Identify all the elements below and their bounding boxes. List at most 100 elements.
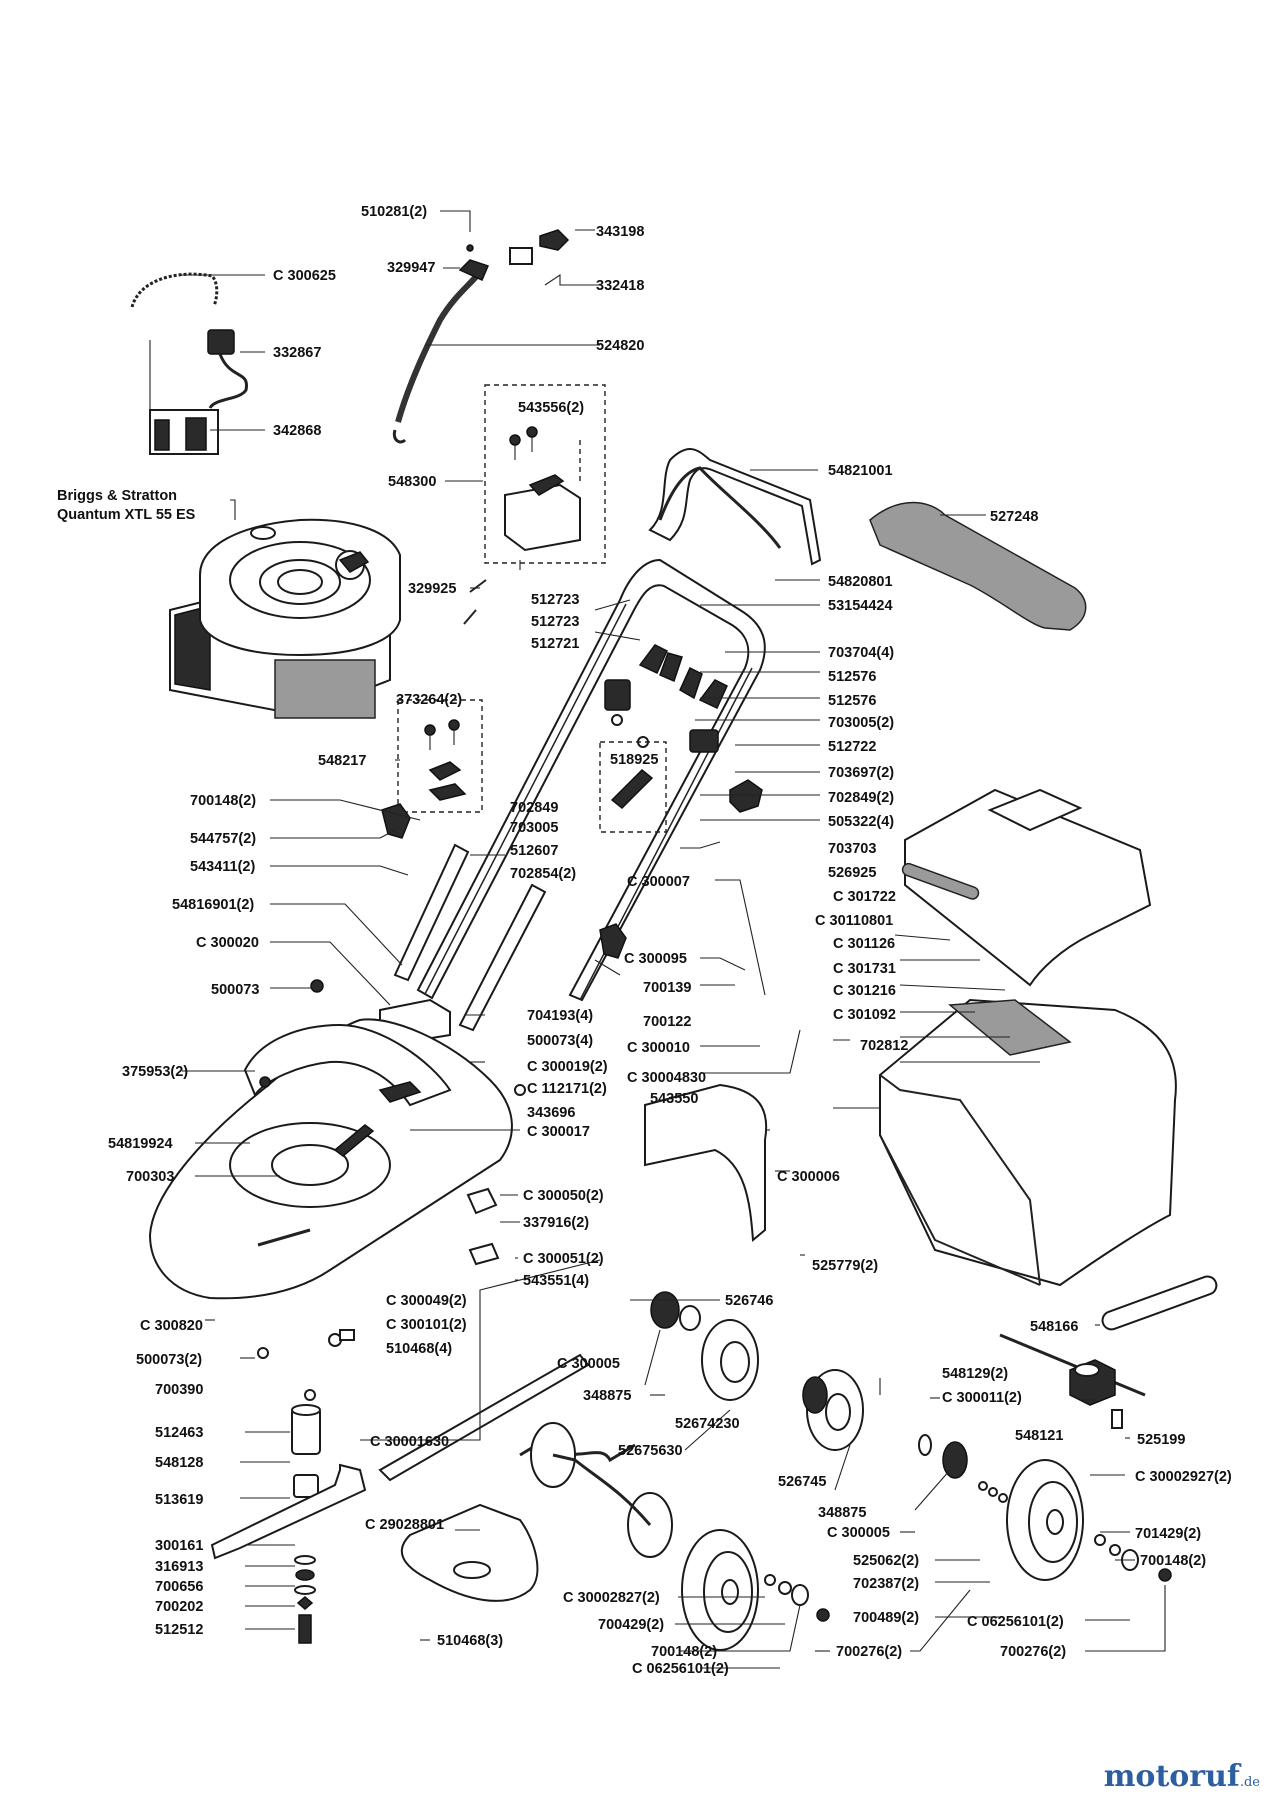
part-label: 700390 bbox=[155, 1382, 203, 1398]
part-label: 700148(2) bbox=[190, 793, 256, 809]
part-label: C 300101(2) bbox=[386, 1317, 467, 1333]
part-label: 512512 bbox=[155, 1622, 203, 1638]
part-label: C 301092 bbox=[833, 1007, 896, 1023]
watermark-logo: motoruf.de bbox=[1104, 1759, 1260, 1794]
part-label: 512723 bbox=[531, 592, 579, 608]
charger-plug bbox=[207, 329, 248, 409]
part-label: C 30002827(2) bbox=[563, 1590, 660, 1606]
grass-catcher-bag bbox=[879, 998, 1177, 1287]
part-label: 543556(2) bbox=[518, 400, 584, 416]
part-label: C 301216 bbox=[833, 983, 896, 999]
part-label: 704193(4) bbox=[527, 1008, 593, 1024]
part-label: 700489(2) bbox=[853, 1610, 919, 1626]
rear-axle bbox=[378, 1353, 590, 1482]
part-number-labels: Briggs & Stratton Quantum XTL 55 ES 5102… bbox=[57, 204, 1232, 1677]
part-label: C 300049(2) bbox=[386, 1293, 467, 1309]
part-label: 343696 bbox=[527, 1105, 575, 1121]
part-label: 526745 bbox=[778, 1474, 826, 1490]
wheel-bracket bbox=[468, 1242, 500, 1266]
leader-lines bbox=[180, 210, 1166, 1669]
gear-wheel bbox=[802, 1369, 864, 1451]
part-label: 701429(2) bbox=[1135, 1526, 1201, 1542]
part-label: C 30002927(2) bbox=[1135, 1469, 1232, 1485]
cutting-blade bbox=[210, 1463, 367, 1560]
part-label: 337916(2) bbox=[523, 1215, 589, 1231]
part-label: 329947 bbox=[387, 260, 435, 276]
pinion bbox=[942, 1441, 968, 1479]
part-label: 512723 bbox=[531, 614, 579, 630]
engine bbox=[169, 518, 401, 719]
part-label: 348875 bbox=[583, 1388, 631, 1404]
star-knob bbox=[729, 779, 763, 813]
part-label: C 300005 bbox=[827, 1525, 890, 1541]
front-wheel bbox=[681, 1529, 759, 1651]
part-label: 500073(2) bbox=[136, 1352, 202, 1368]
rear-wheel-hub bbox=[701, 1319, 759, 1401]
part-label: C 301722 bbox=[833, 889, 896, 905]
part-label: 342868 bbox=[273, 423, 321, 439]
grass-catcher-lid bbox=[901, 788, 1152, 987]
part-label: 700303 bbox=[126, 1169, 174, 1185]
part-label: 543550 bbox=[650, 1091, 698, 1107]
part-label: 500073(4) bbox=[527, 1033, 593, 1049]
part-label: C 300095 bbox=[624, 951, 687, 967]
part-label: 702849 bbox=[510, 800, 558, 816]
part-label: C 30001630 bbox=[370, 1434, 449, 1450]
part-label: C 300011(2) bbox=[942, 1390, 1022, 1406]
part-label: C 300007 bbox=[627, 874, 690, 890]
part-label: 703703 bbox=[828, 841, 876, 857]
watermark-suffix: .de bbox=[1239, 1775, 1260, 1790]
part-label: 510468(4) bbox=[386, 1341, 452, 1357]
gearbox bbox=[999, 1333, 1146, 1429]
part-label: 702849(2) bbox=[828, 790, 894, 806]
tension-spring bbox=[130, 272, 219, 308]
part-label: 702854(2) bbox=[510, 866, 576, 882]
part-label: 700429(2) bbox=[598, 1617, 664, 1633]
part-label: 524820 bbox=[596, 338, 644, 354]
part-label: 375953(2) bbox=[122, 1064, 188, 1080]
part-label: 700276(2) bbox=[1000, 1644, 1066, 1660]
part-label: 543551(4) bbox=[523, 1273, 589, 1289]
part-label: 544757(2) bbox=[190, 831, 256, 847]
part-label: 548217 bbox=[318, 753, 366, 769]
part-label: 700656 bbox=[155, 1579, 203, 1595]
blade-hub bbox=[291, 1389, 321, 1498]
part-label: 525062(2) bbox=[853, 1553, 919, 1569]
rear-wheel bbox=[1006, 1459, 1084, 1581]
part-label: 329925 bbox=[408, 581, 456, 597]
part-label: 300161 bbox=[155, 1538, 203, 1554]
brake-bracket bbox=[504, 426, 581, 570]
part-label: 332418 bbox=[596, 278, 644, 294]
part-label: 512721 bbox=[531, 636, 579, 652]
mulch-plate bbox=[400, 1503, 539, 1602]
gear-spacer bbox=[650, 1291, 701, 1331]
part-label: C 30110801 bbox=[815, 913, 893, 929]
lower-tube-left bbox=[393, 843, 470, 982]
part-label: 505322(4) bbox=[828, 814, 894, 830]
handle-clamp bbox=[424, 719, 467, 801]
part-label: 548128 bbox=[155, 1455, 203, 1471]
part-label: 54820801 bbox=[828, 574, 893, 590]
part-label: 512722 bbox=[828, 739, 876, 755]
part-label: 54819924 bbox=[108, 1136, 173, 1152]
gear-washer bbox=[918, 1434, 932, 1456]
rear-flap bbox=[644, 1083, 768, 1243]
part-label: 526746 bbox=[725, 1293, 773, 1309]
part-label: 700276(2) bbox=[836, 1644, 902, 1660]
part-label: 700148(2) bbox=[1140, 1553, 1206, 1569]
blade-bolt-stack bbox=[294, 1555, 316, 1644]
watermark-text: motoruf bbox=[1103, 1759, 1240, 1794]
cable-guide bbox=[610, 768, 654, 810]
part-label: 510281(2) bbox=[361, 204, 427, 220]
part-label: C 06256101(2) bbox=[967, 1614, 1064, 1630]
knob-right bbox=[599, 923, 627, 959]
part-label: C 06256101(2) bbox=[632, 1661, 729, 1677]
part-label: C 300050(2) bbox=[523, 1188, 604, 1204]
part-label: 548166 bbox=[1030, 1319, 1078, 1335]
throttle-cable bbox=[392, 229, 570, 444]
handle-frame bbox=[416, 558, 766, 1002]
knob-left bbox=[381, 803, 411, 839]
part-label: 518925 bbox=[610, 752, 658, 768]
part-label: 548129(2) bbox=[942, 1366, 1008, 1382]
part-label: 512463 bbox=[155, 1425, 203, 1441]
